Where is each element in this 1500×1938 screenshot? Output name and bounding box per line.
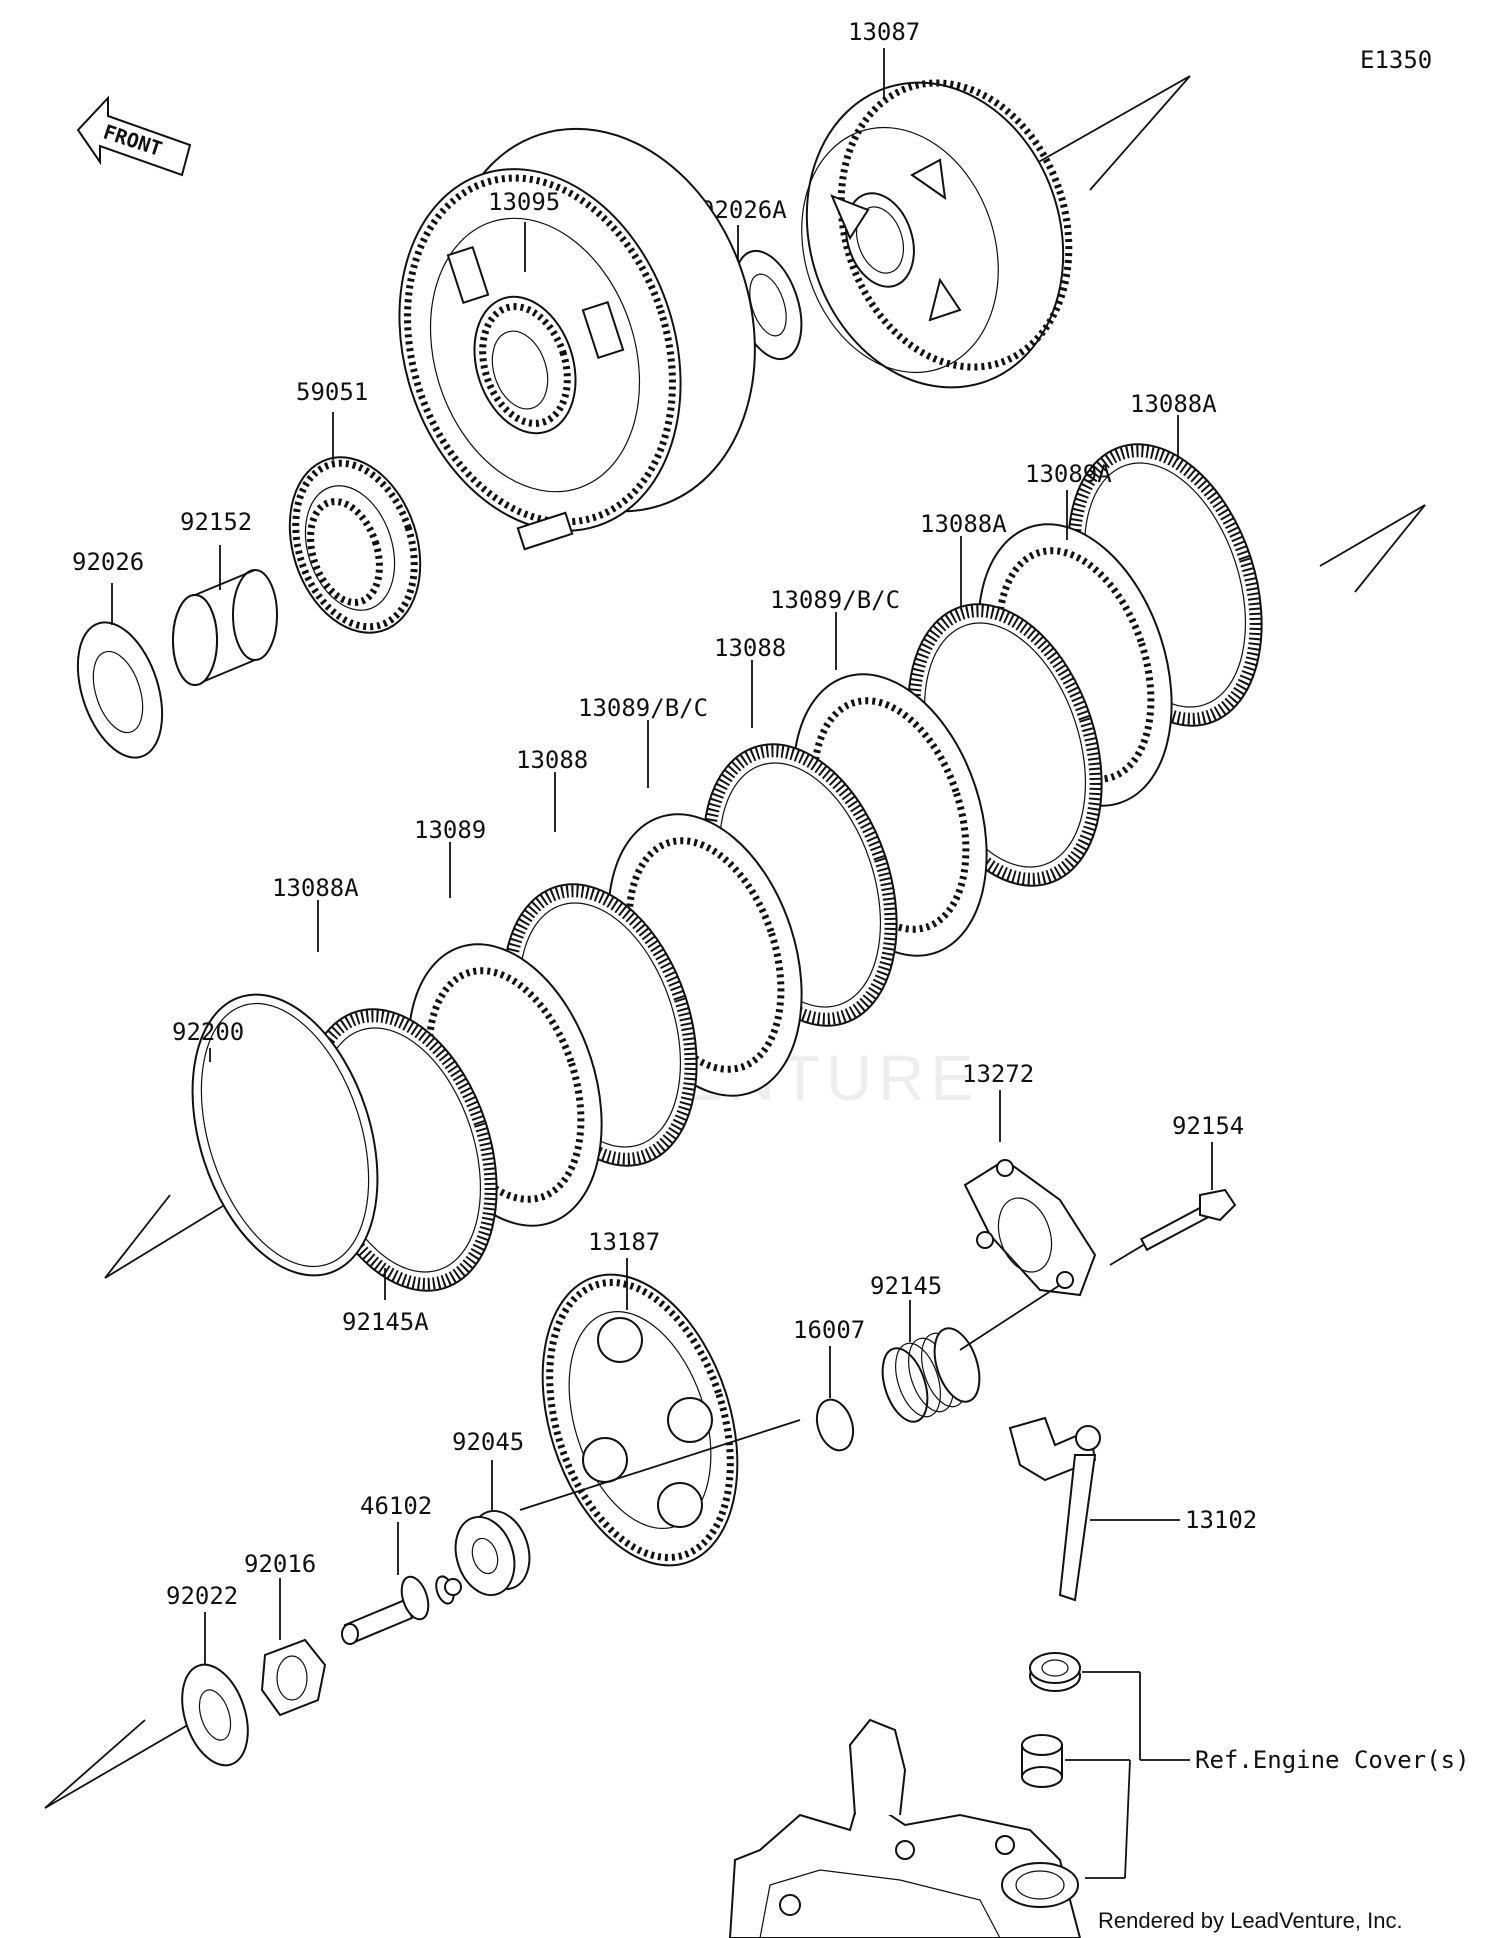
- label-92152: 92152: [180, 508, 252, 536]
- label-92145A: 92145A: [342, 1308, 429, 1336]
- part-13187[interactable]: [508, 1250, 772, 1591]
- label-46102: 46102: [360, 1492, 432, 1520]
- label-13089: 13089: [414, 816, 486, 844]
- label-16007: 16007: [793, 1316, 865, 1344]
- part-92200[interactable]: [159, 971, 410, 1299]
- label-13088A-low: 13088A: [272, 874, 359, 902]
- engine-cover: [728, 1718, 1082, 1938]
- part-59051[interactable]: [268, 440, 442, 650]
- part-oil-seal[interactable]: [1029, 1652, 1081, 1692]
- part-92016[interactable]: [260, 1638, 327, 1717]
- part-16007[interactable]: [811, 1395, 859, 1455]
- label-59051: 59051: [296, 378, 368, 406]
- label-92145: 92145: [870, 1272, 942, 1300]
- label-92154: 92154: [1172, 1112, 1244, 1140]
- label-92026: 92026: [72, 548, 144, 576]
- part-13087[interactable]: [768, 49, 1104, 421]
- label-13089A: 13089A: [1025, 460, 1112, 488]
- ref-leader-lines: [1065, 1671, 1190, 1879]
- part-92026[interactable]: [62, 612, 178, 769]
- part-needle-bearing[interactable]: [1021, 1734, 1063, 1788]
- label-13088-top: 13088: [714, 634, 786, 662]
- label-13089BC-top: 13089/B/C: [770, 586, 900, 614]
- label-13089BC-mid: 13089/B/C: [578, 694, 708, 722]
- part-92145[interactable]: [874, 1323, 988, 1428]
- part-13102[interactable]: [1008, 1416, 1101, 1602]
- label-13088A-top: 13088A: [1130, 390, 1217, 418]
- part-92152[interactable]: [172, 569, 278, 686]
- part-92022[interactable]: [170, 1656, 259, 1773]
- label-13187: 13187: [588, 1228, 660, 1256]
- label-13088A-mid: 13088A: [920, 510, 1007, 538]
- part-13272[interactable]: [963, 1158, 1097, 1297]
- part-92154[interactable]: [1109, 1188, 1237, 1266]
- diagram-code: E1350: [1360, 46, 1432, 74]
- part-46102[interactable]: [341, 1573, 462, 1645]
- front-arrow-icon: FRONT: [76, 95, 192, 177]
- label-13087: 13087: [848, 18, 920, 46]
- part-92045[interactable]: [446, 1503, 539, 1602]
- label-13095: 13095: [488, 188, 560, 216]
- label-92016: 92016: [244, 1550, 316, 1578]
- label-92045: 92045: [452, 1428, 524, 1456]
- ref-engine-cover-label: Ref.Engine Cover(s): [1195, 1746, 1470, 1774]
- label-13102: 13102: [1185, 1506, 1257, 1534]
- label-92200: 92200: [172, 1018, 244, 1046]
- footer-credit: Rendered by LeadVenture, Inc.: [1098, 1908, 1403, 1933]
- part-13095[interactable]: [354, 88, 802, 567]
- label-13088-mid: 13088: [516, 746, 588, 774]
- label-92022: 92022: [166, 1582, 238, 1610]
- label-13272: 13272: [962, 1060, 1034, 1088]
